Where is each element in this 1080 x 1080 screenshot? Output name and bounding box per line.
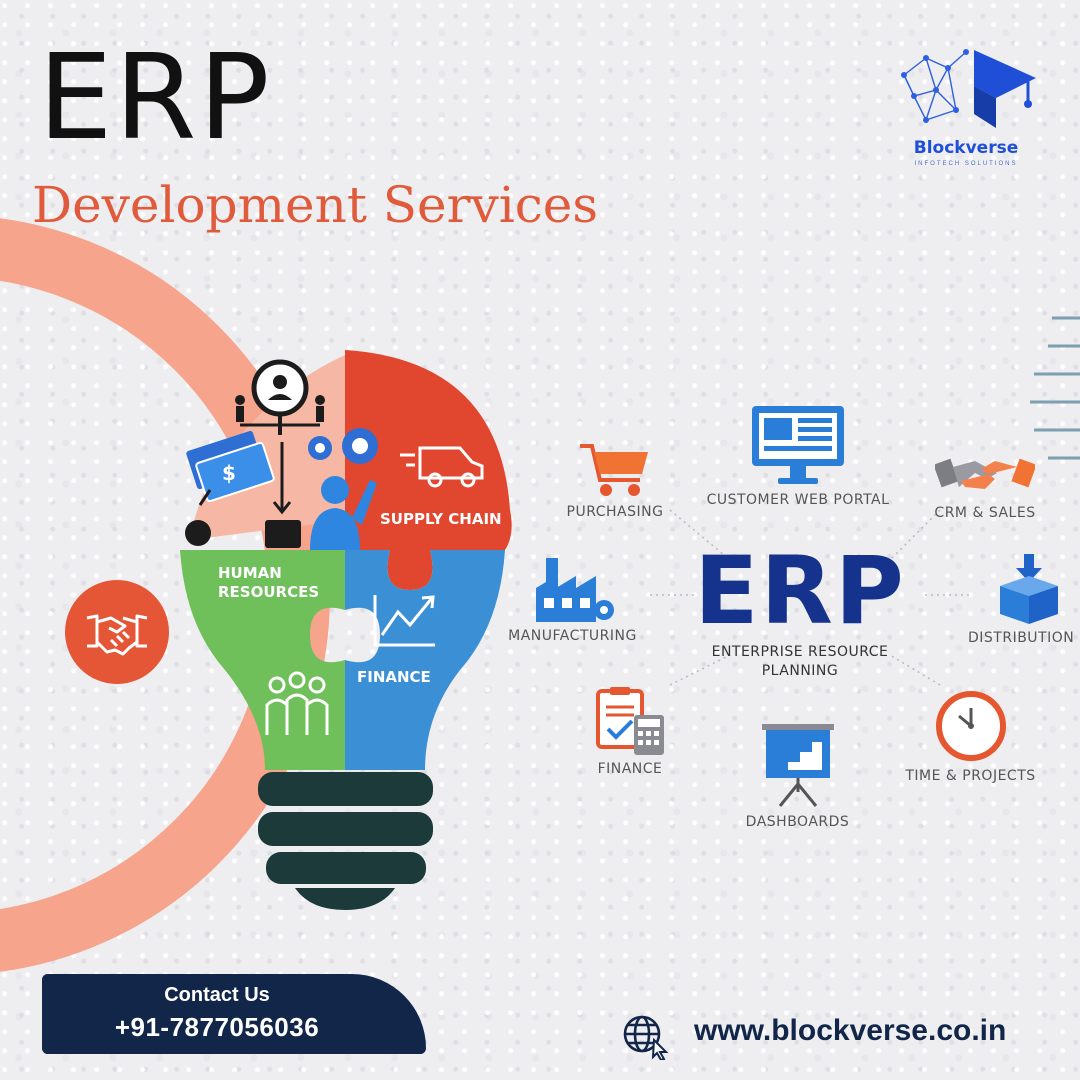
gears-icon: [308, 428, 378, 464]
module-manufacturing: MANUFACTURING: [500, 552, 645, 644]
supply-chain-label: SUPPLY CHAIN: [380, 510, 502, 528]
supply-chain-segment: [345, 350, 512, 590]
erp-subtitle: ENTERPRISE RESOURCE PLANNING: [711, 644, 889, 679]
module-customer-web-portal: CUSTOMER WEB PORTAL: [698, 402, 898, 508]
handshake-icon: [86, 614, 148, 656]
calculator-icon: [596, 687, 664, 755]
module-time-projects: TIME & PROJECTS: [898, 688, 1043, 784]
erp-logo-text: ERP: [694, 537, 906, 646]
money-icon: $: [186, 430, 275, 503]
finance-segment: [345, 550, 505, 770]
finance-label: FINANCE: [357, 668, 431, 686]
module-purchasing: PURCHASING: [560, 440, 670, 520]
page-title: ERP: [38, 28, 272, 166]
org-chart-icon: [235, 359, 325, 435]
factory-icon: [535, 558, 614, 622]
contact-heading: Contact Us: [164, 984, 270, 1006]
erp-center-block: ERP ENTERPRISE RESOURCE PLANNING: [690, 545, 910, 681]
module-distribution: DISTRIBUTION: [968, 552, 1080, 646]
lightbulb-puzzle: $: [180, 350, 512, 910]
human-resources-segment: [180, 550, 345, 770]
brand-tagline: INFOTECH SOLUTIONS: [914, 161, 1018, 167]
delivery-truck-icon: [400, 446, 484, 488]
bulb-base: [258, 772, 433, 806]
human-resources-label: HUMAN RESOURCES: [218, 564, 320, 601]
person-icon: [310, 476, 377, 550]
page-subtitle: Development Services: [32, 176, 599, 234]
website-link[interactable]: www.blockverse.co.in: [694, 1014, 1007, 1047]
growth-chart-icon: [373, 595, 435, 647]
globe-icon: [623, 1015, 669, 1060]
contact-phone[interactable]: +91-7877056036: [114, 1012, 320, 1042]
handshake-badge: [65, 580, 169, 684]
brand-name: Blockverse: [913, 138, 1019, 158]
svg-text:$: $: [222, 461, 236, 485]
module-connectors: [650, 509, 970, 686]
decorative-lines: [1030, 316, 1080, 460]
handshake-icon: [933, 458, 1037, 489]
clock-icon: [935, 691, 1006, 761]
monitor-icon: [752, 406, 844, 484]
shopping-cart-icon: [580, 444, 648, 496]
arrows-icon: [198, 442, 292, 515]
module-crm-sales: CRM & SALES: [925, 445, 1045, 521]
contact-panel: Contact Us +91-7877056036: [42, 974, 426, 1054]
module-dashboards: DASHBOARDS: [735, 720, 860, 830]
presentation-board-icon: [761, 724, 834, 807]
graduation-cap-network-icon: [901, 49, 1036, 128]
module-finance: FINANCE: [580, 685, 680, 777]
box-icon: [1000, 554, 1058, 624]
team-icon: [265, 671, 329, 735]
brand-logo: Blockverse INFOTECH SOLUTIONS: [896, 40, 1046, 180]
